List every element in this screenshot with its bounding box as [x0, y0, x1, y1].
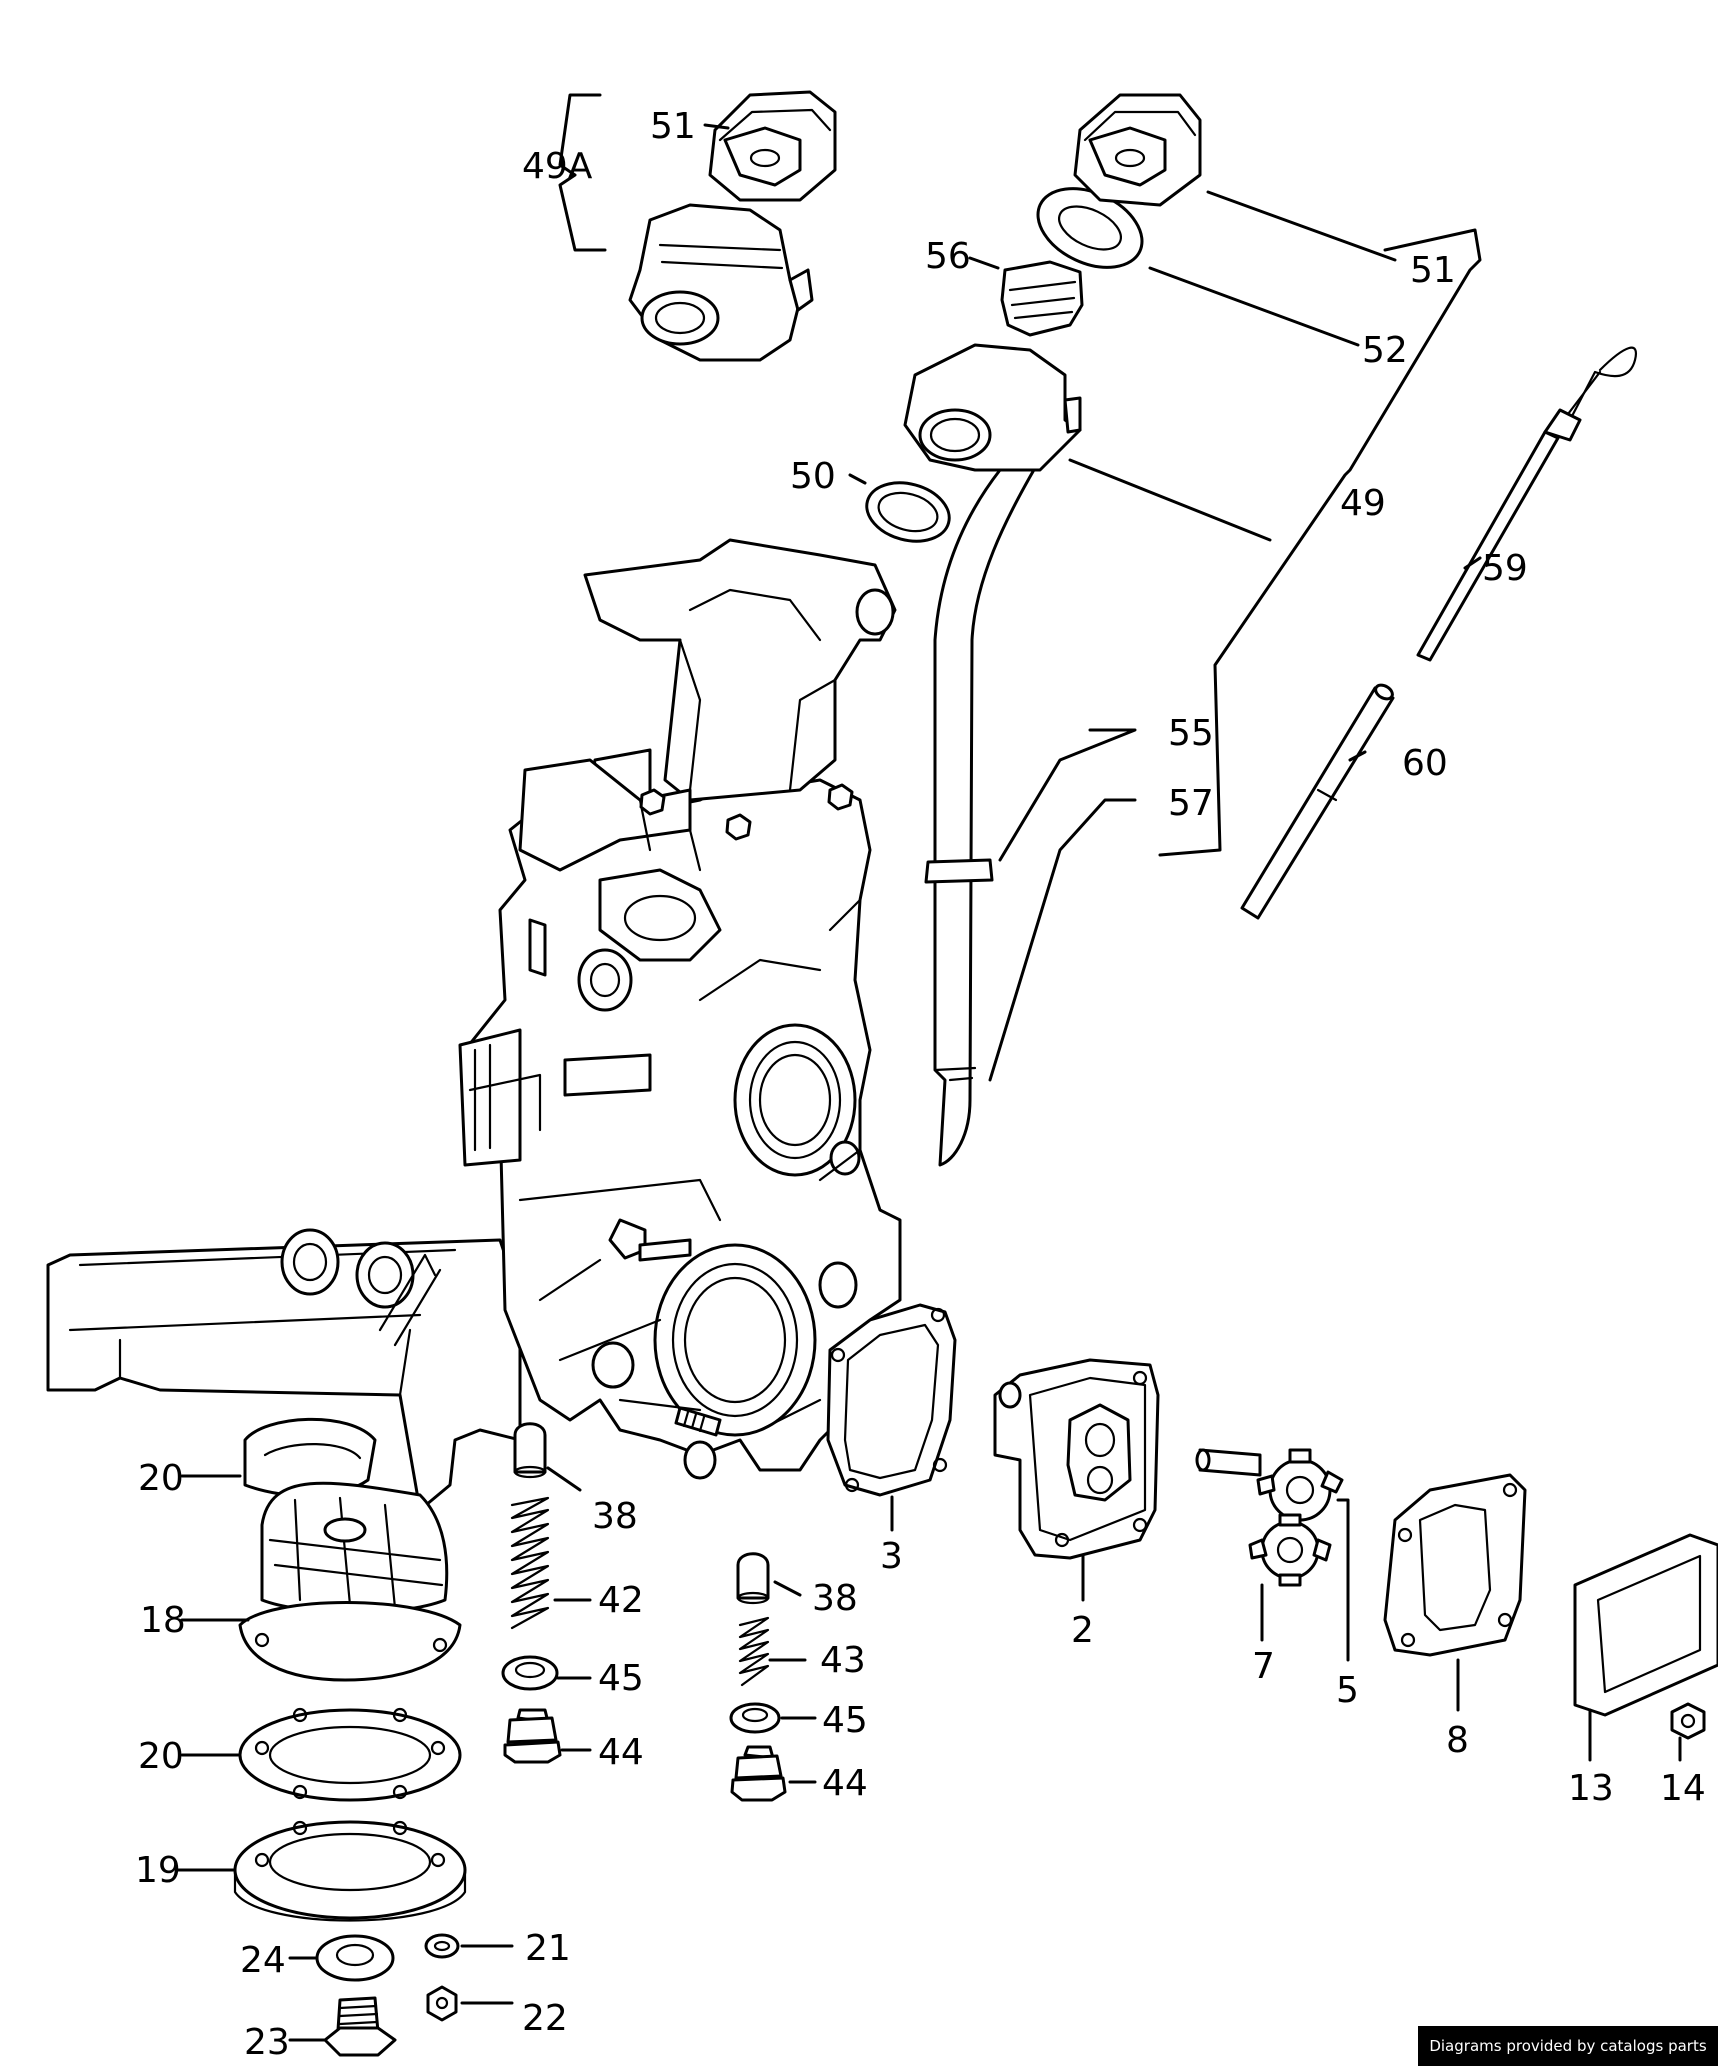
callout-45-left: 45: [598, 1658, 644, 1699]
callout-20-upper: 20: [138, 1458, 184, 1499]
oil-pump-gears: [1195, 1448, 1344, 1587]
callout-5: 5: [1336, 1670, 1359, 1711]
plate-19: [233, 1820, 467, 1922]
dipstick-59: [1416, 346, 1638, 662]
pump-cover-2: [993, 1358, 1160, 1560]
plug-23: [323, 1996, 397, 2057]
filler-plug-56: [1000, 260, 1084, 337]
callout-7: 7: [1252, 1646, 1275, 1687]
callout-59: 59: [1482, 548, 1528, 589]
callout-51-right: 51: [1410, 250, 1456, 291]
strainer-18: [238, 1481, 462, 1682]
callout-20-lower: 20: [138, 1736, 184, 1777]
callout-52: 52: [1362, 330, 1408, 371]
callout-24: 24: [240, 1940, 286, 1981]
spring-43: [738, 1616, 770, 1687]
callout-55: 55: [1168, 713, 1214, 754]
dipstick-tube: [924, 466, 1037, 1167]
callout-50: 50: [790, 456, 836, 497]
callout-21: 21: [525, 1928, 571, 1969]
callout-38-right: 38: [812, 1578, 858, 1619]
nut-22: [426, 1985, 458, 2022]
callout-45-right: 45: [822, 1700, 868, 1741]
gasket-3: [826, 1303, 957, 1497]
callout-38-left: 38: [592, 1496, 638, 1537]
plug-44-left: [503, 1708, 562, 1764]
spring-42: [510, 1496, 550, 1630]
oil-filler-cap-51-right: [1073, 93, 1202, 207]
callout-49A: 49A: [522, 146, 593, 187]
diagram-credit-badge: Diagrams provided by catalogs parts: [1418, 2026, 1718, 2066]
leader-lines: [176, 93, 1682, 2042]
washer-45-left: [501, 1655, 559, 1691]
callout-8: 8: [1446, 1720, 1469, 1761]
callout-14: 14: [1660, 1768, 1706, 1809]
callout-2: 2: [1071, 1610, 1094, 1651]
callout-51-left: 51: [650, 106, 696, 147]
callout-19: 19: [135, 1850, 181, 1891]
gasket-20-lower: [238, 1707, 462, 1802]
washer-24: [315, 1934, 395, 1982]
callout-42: 42: [598, 1580, 644, 1621]
callout-18: 18: [140, 1600, 186, 1641]
oil-filler-cap-51-left: [708, 90, 837, 202]
callout-labels: 49A 51 56 51 52 50 49 59 55 60 57 20 38 …: [135, 106, 1706, 2063]
callout-56: 56: [925, 236, 971, 277]
callout-44-left: 44: [598, 1732, 644, 1773]
filler-neck-49A: [628, 203, 814, 362]
nut-14: [1670, 1702, 1706, 1740]
callout-22: 22: [522, 1998, 568, 2039]
washer-21: [424, 1933, 460, 1959]
callout-57: 57: [1168, 783, 1214, 824]
valve-piston-38-right: [736, 1552, 770, 1605]
callout-43: 43: [820, 1640, 866, 1681]
gasket-8: [1383, 1473, 1527, 1657]
o-ring-50: [865, 481, 951, 543]
cover-13: [1573, 1533, 1718, 1717]
callout-3: 3: [880, 1536, 903, 1577]
callout-23: 23: [244, 2022, 290, 2063]
filler-neck-flange: [903, 343, 1082, 472]
callout-60: 60: [1402, 743, 1448, 784]
callout-44-right: 44: [822, 1763, 868, 1804]
valve-piston-38-left: [513, 1422, 547, 1479]
callout-49: 49: [1340, 483, 1386, 524]
plug-44-right: [730, 1745, 787, 1802]
callout-13: 13: [1568, 1768, 1614, 1809]
washer-45-right: [729, 1702, 781, 1734]
dip-tube-60: [1240, 683, 1395, 920]
engine-block: [46, 538, 902, 1512]
